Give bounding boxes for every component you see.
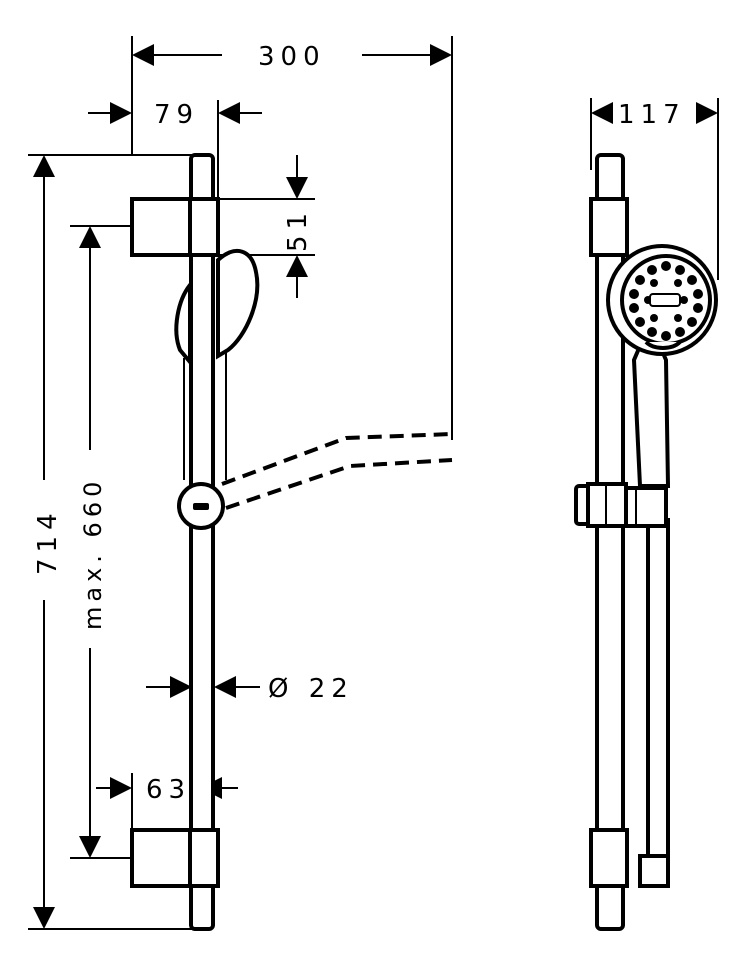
side-rail-bar (595, 153, 625, 931)
swivel-position-dashed-lower (225, 458, 453, 510)
hand-shower-front (174, 279, 192, 368)
dim-diameter-22: Ø 22 (146, 674, 354, 704)
dim-51-label: 51 (283, 207, 313, 252)
hand-shower-head-front (216, 248, 260, 360)
dim-63-label: 63 (146, 775, 191, 805)
dim-63: 63 (96, 773, 238, 830)
slider-slot (193, 503, 209, 510)
front-view: 300 79 51 714 (28, 36, 453, 931)
dim-714-label: 714 (33, 507, 63, 575)
dim-117-label: 117 (618, 100, 686, 130)
dim-300-label: 300 (258, 42, 326, 72)
dim-117: 117 (590, 98, 719, 280)
swivel-position-dashed (221, 432, 453, 486)
hand-shower-handle (631, 344, 671, 488)
side-view: 117 (574, 98, 719, 931)
side-top-holder (589, 197, 629, 257)
rail-bar (189, 153, 215, 931)
hose (646, 518, 670, 862)
dim-diameter-label: Ø 22 (268, 674, 354, 704)
side-slider (574, 482, 668, 528)
dim-660: max. 660 (70, 225, 132, 859)
dim-300: 300 (131, 36, 453, 440)
dim-660-label: max. 660 (79, 477, 107, 630)
top-wall-holder (130, 197, 220, 257)
bottom-wall-holder (130, 828, 220, 888)
hose-nut (638, 854, 670, 888)
dim-79-label: 79 (154, 100, 199, 130)
side-bottom-holder (589, 828, 629, 888)
dim-79: 79 (88, 100, 262, 200)
spray-nozzles (629, 261, 703, 341)
dim-714: 714 (28, 154, 200, 930)
